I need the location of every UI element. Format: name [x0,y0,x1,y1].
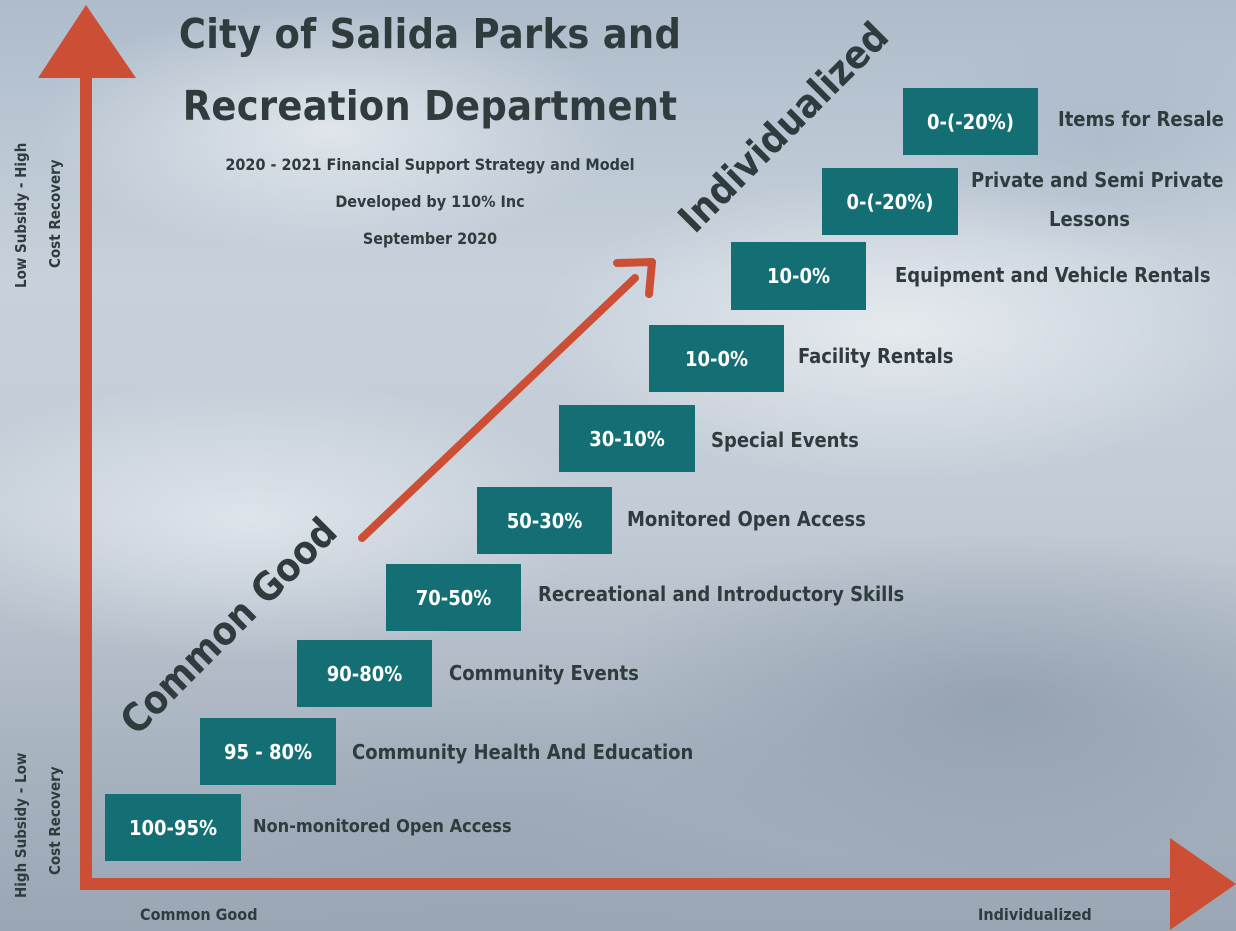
x-axis-arrowhead [1170,838,1236,930]
y-axis-bottom-label-line2: Cost Recovery [46,766,64,875]
tier-label-3: Community Events [449,661,639,685]
tier-label-2: Community Health And Education [352,740,694,764]
y-axis-bottom-label-line1: High Subsidy - Low [12,752,30,898]
tier-box-8: 10-0% [731,242,866,310]
page-title-line2: Recreation Department [182,82,678,130]
trend-arrow-line [358,274,639,542]
tier-box-4: 70-50% [386,564,521,631]
y-axis-top-label-line2: Cost Recovery [46,159,64,268]
y-axis-arrowhead [38,5,136,78]
subtitle-strategy: 2020 - 2021 Financial Support Strategy a… [225,155,635,174]
tier-box-10: 0-(-20%) [903,88,1038,155]
tier-label-9-line1: Private and Semi Private [971,168,1224,192]
tier-label-6: Special Events [711,428,859,452]
tier-box-2: 95 - 80% [200,718,336,785]
tier-label-10: Items for Resale [1058,107,1224,131]
subtitle-developer: Developed by 110% Inc [335,192,525,211]
x-axis-left-label: Common Good [140,905,258,924]
tier-label-5: Monitored Open Access [627,507,866,531]
tier-label-9-line2: Lessons [1049,207,1130,231]
y-axis-line [80,74,92,890]
tier-box-1: 100-95% [105,794,241,861]
x-axis-line [80,878,1180,890]
trend-arrow-head [613,258,656,298]
tier-box-9: 0-(-20%) [822,168,958,235]
tier-label-4: Recreational and Introductory Skills [538,582,905,606]
tier-box-5: 50-30% [477,487,612,554]
tier-label-7: Facility Rentals [798,344,954,368]
page-title-line1: City of Salida Parks and [178,10,682,58]
tier-label-8: Equipment and Vehicle Rentals [895,263,1211,287]
tier-box-6: 30-10% [559,405,695,472]
tier-label-1: Non-monitored Open Access [253,816,512,837]
subtitle-date: September 2020 [362,229,498,248]
tier-box-3: 90-80% [297,640,432,707]
tier-box-7: 10-0% [649,325,784,392]
y-axis-top-label-line1: Low Subsidy - High [12,142,30,288]
x-axis-right-label: Individualized [978,905,1092,924]
